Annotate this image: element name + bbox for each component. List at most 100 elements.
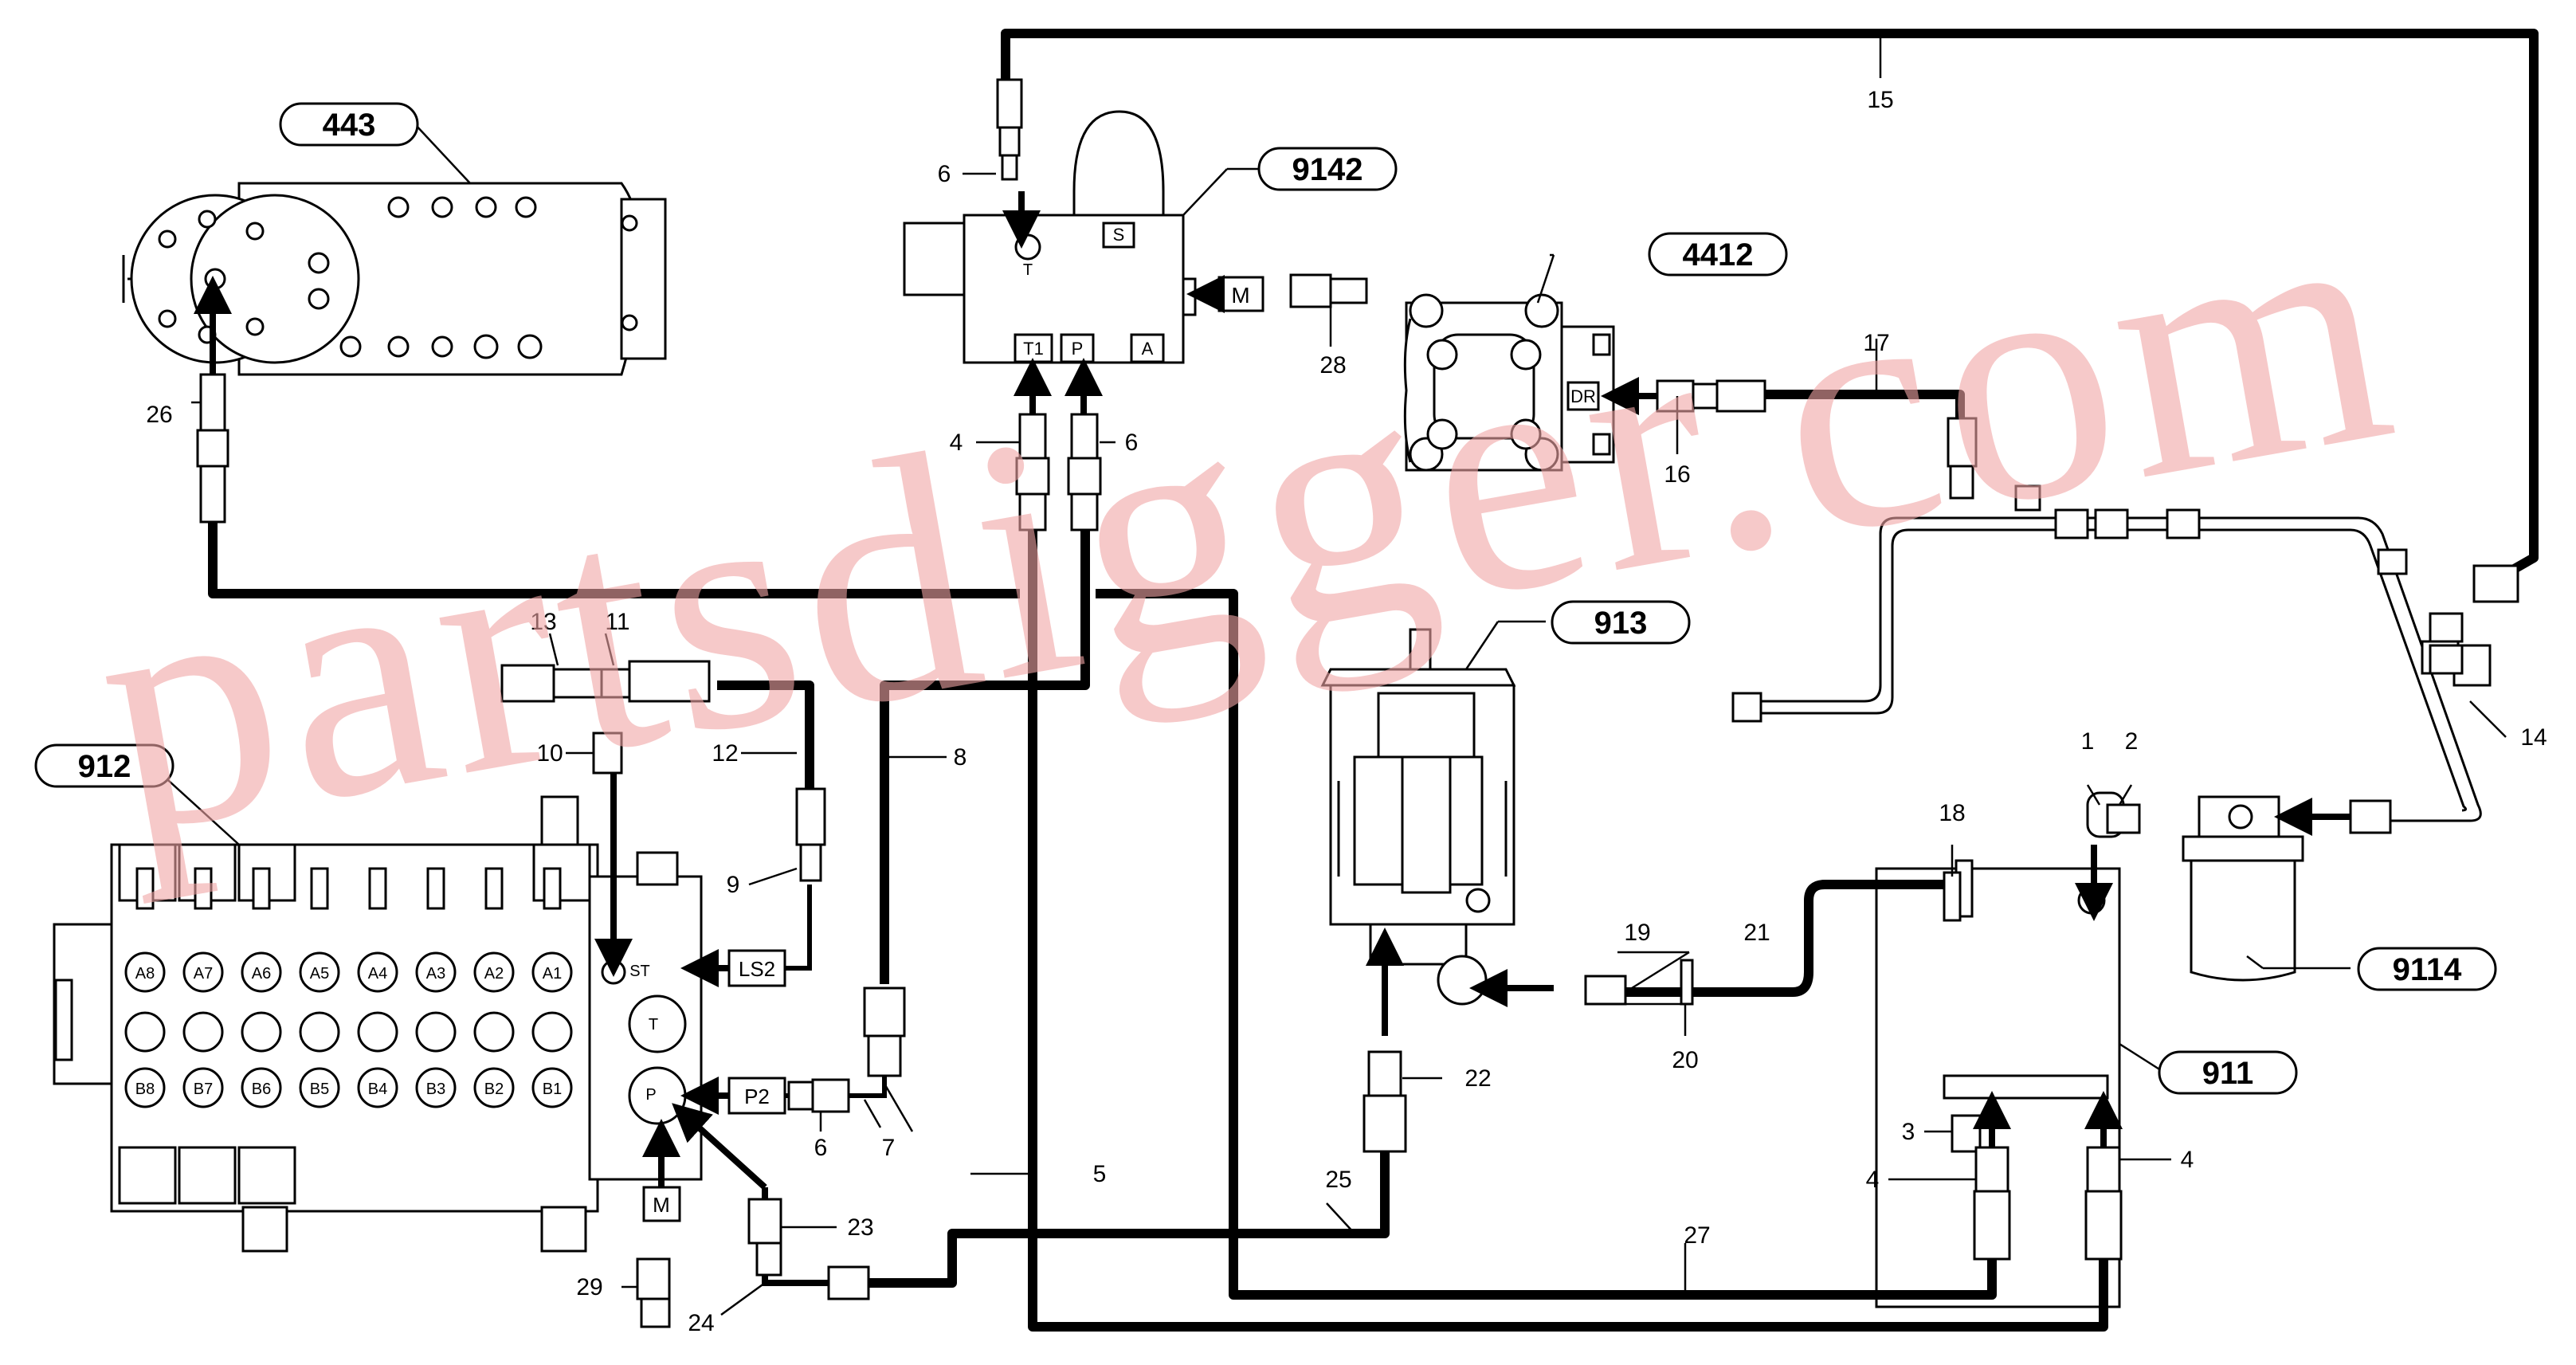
hose-LS2 bbox=[785, 885, 812, 971]
callout-912: 912 bbox=[78, 749, 131, 784]
valve-section-label-b3: B3 bbox=[426, 1081, 445, 1098]
label-17: 17 bbox=[1863, 330, 1889, 356]
callout-texts: 443 9142 4412 913 912 9114 911 bbox=[78, 108, 2463, 1091]
callout-9142: 9142 bbox=[1292, 152, 1363, 187]
valve-section-label-b5: B5 bbox=[310, 1081, 329, 1098]
port-P2: P2 bbox=[744, 1085, 770, 1108]
valve-section-label-a4: A4 bbox=[368, 965, 387, 983]
valve-port-circle bbox=[473, 951, 515, 993]
valve-port-circle bbox=[124, 951, 166, 993]
valve-spool-stub bbox=[135, 867, 155, 910]
port-S: S bbox=[1113, 225, 1125, 245]
valve-section-label-a3: A3 bbox=[426, 965, 445, 983]
valve-port-circle bbox=[182, 1011, 224, 1053]
valve-section-label-b4: B4 bbox=[368, 1081, 387, 1098]
callout-913: 913 bbox=[1594, 606, 1648, 641]
label-6a: 6 bbox=[938, 161, 951, 187]
hose-5 bbox=[1028, 518, 2108, 1332]
valve-port-circle bbox=[241, 1067, 282, 1108]
label-27: 27 bbox=[1684, 1222, 1710, 1249]
valve-spool-stub bbox=[484, 867, 504, 910]
label-1: 1 bbox=[2081, 728, 2095, 755]
valve-spool-stub bbox=[368, 867, 387, 910]
port-DR: DR bbox=[1570, 386, 1596, 406]
hose-8 bbox=[880, 518, 1090, 984]
valve-port-circle bbox=[124, 1011, 166, 1053]
label-26: 26 bbox=[146, 402, 172, 428]
hose-17 bbox=[1761, 390, 1965, 422]
port-A: A bbox=[1142, 339, 1154, 359]
tube-fittings bbox=[1731, 484, 2519, 723]
label-23: 23 bbox=[847, 1214, 873, 1241]
valve-port-circle bbox=[299, 1067, 340, 1108]
hose-27 bbox=[1096, 589, 1997, 1300]
label-16: 16 bbox=[1664, 461, 1690, 488]
label-12: 12 bbox=[712, 740, 738, 767]
valve-section-label-a8: A8 bbox=[135, 965, 155, 983]
label-10: 10 bbox=[536, 740, 563, 767]
valve-spool-stub bbox=[426, 867, 445, 910]
arrow-into-P bbox=[672, 1103, 767, 1190]
valve-section-label-a1: A1 bbox=[543, 965, 562, 983]
label-13: 13 bbox=[530, 609, 556, 635]
valve-port-circle bbox=[415, 1067, 457, 1108]
port-Tv: T bbox=[649, 1016, 658, 1034]
label-24: 24 bbox=[688, 1310, 714, 1336]
label-4c: 4 bbox=[2181, 1147, 2194, 1173]
label-11: 11 bbox=[605, 609, 629, 635]
label-9: 9 bbox=[727, 872, 740, 898]
port-boxes bbox=[642, 949, 786, 1222]
hose-26 bbox=[208, 518, 1020, 598]
valve-port-circle bbox=[357, 1067, 398, 1108]
label-6c: 6 bbox=[814, 1135, 828, 1161]
port-M2: M bbox=[653, 1193, 670, 1217]
cylinder-443 bbox=[122, 182, 667, 376]
port-T1: T1 bbox=[1023, 339, 1044, 359]
port-T: T bbox=[1023, 261, 1033, 279]
valve-port-circle bbox=[531, 951, 573, 993]
leader-lines bbox=[151, 33, 2507, 1316]
callout-911: 911 bbox=[2202, 1056, 2254, 1091]
filter-9114 bbox=[2086, 791, 2304, 982]
hose-25 bbox=[829, 1147, 1390, 1288]
port-ST: ST bbox=[629, 963, 650, 980]
hose-21 bbox=[1625, 880, 1944, 997]
label-19: 19 bbox=[1624, 920, 1650, 946]
valve-section-label-b2: B2 bbox=[484, 1081, 504, 1098]
valve-section-label-b1: B1 bbox=[543, 1081, 562, 1098]
valve-spool-stub bbox=[543, 867, 562, 910]
port-LS2: LS2 bbox=[739, 957, 775, 981]
valve-port-circle bbox=[357, 1011, 398, 1053]
valve-port-circle bbox=[357, 951, 398, 993]
valve-port-circle bbox=[531, 1011, 573, 1053]
fittings bbox=[196, 78, 2464, 1328]
valve-section-label-b6: B6 bbox=[252, 1081, 271, 1098]
port-P: P bbox=[1072, 339, 1084, 359]
valve-spool-stub bbox=[310, 867, 329, 910]
hose-12 bbox=[717, 681, 814, 797]
label-5: 5 bbox=[1093, 1161, 1107, 1187]
pump-913 bbox=[1320, 628, 1516, 1006]
valve-port-circle bbox=[299, 951, 340, 993]
callout-443: 443 bbox=[323, 108, 376, 143]
valve-port-circle bbox=[473, 1067, 515, 1108]
valve-spool-stub bbox=[194, 867, 213, 910]
label-20: 20 bbox=[1672, 1047, 1698, 1073]
label-6b: 6 bbox=[1125, 430, 1139, 456]
valve-port-circle bbox=[124, 1067, 166, 1108]
valve-section-label-a2: A2 bbox=[484, 965, 504, 983]
port-Pv: P bbox=[645, 1086, 656, 1104]
valve-port-circle bbox=[182, 951, 224, 993]
label-22: 22 bbox=[1464, 1065, 1491, 1092]
valve-spool-stub bbox=[252, 867, 271, 910]
callout-9114: 9114 bbox=[2393, 952, 2463, 987]
valve-port-circle bbox=[299, 1011, 340, 1053]
number-labels: 1 2 3 4 4 4 5 6 6 6 7 8 9 10 11 12 13 14… bbox=[146, 87, 2547, 1336]
label-14: 14 bbox=[2520, 724, 2547, 751]
valve-block-9142 bbox=[903, 110, 1264, 364]
valve-section-label-b7: B7 bbox=[194, 1081, 213, 1098]
valve-port-circle bbox=[182, 1067, 224, 1108]
label-7: 7 bbox=[882, 1135, 896, 1161]
